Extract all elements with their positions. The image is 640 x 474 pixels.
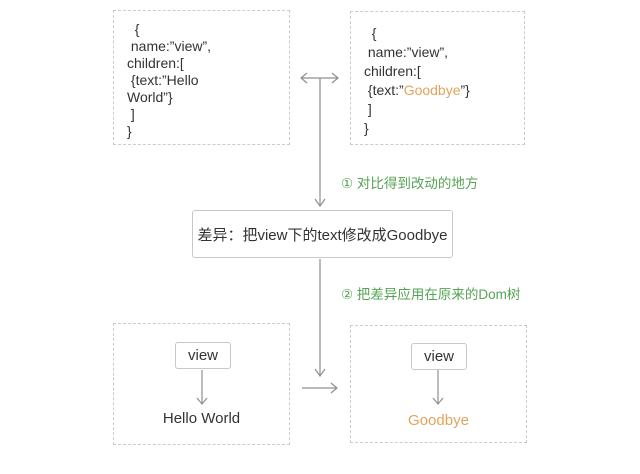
code-line: {text:”Hello [127, 72, 199, 88]
new-dom-tree-box: view Goodbye [350, 325, 527, 443]
dom-node-view: view [175, 342, 231, 369]
code-line: } [364, 120, 369, 136]
step2-label: ② 把差异应用在原来的Dom树 [341, 287, 521, 302]
code-line: World”} [127, 89, 173, 105]
code-line: children:[ [364, 63, 421, 79]
code-line: ] [127, 106, 135, 122]
code-line: { [127, 21, 140, 37]
dom-text-node: Goodbye [408, 412, 469, 429]
dom-node-view: view [411, 343, 467, 370]
new-vdom-code-box: { name:”view”, children:[ {text:”Goodbye… [350, 11, 525, 145]
dom-node-label: view [187, 347, 218, 364]
code-line-changed: {text:”Goodbye”} [364, 81, 518, 100]
code-line: } [127, 123, 132, 139]
diff-result-text: 差异：把view下的text修改成Goodbye [197, 226, 448, 244]
compare-double-arrow [300, 72, 339, 84]
old-vdom-code-box: { name:”view”, children:[ {text:”Hello W… [113, 10, 290, 145]
apply-down-arrow [314, 259, 326, 378]
changed-value: Goodbye [403, 82, 461, 98]
code-line: name:”view”, [127, 38, 212, 54]
code-line: name:”view”, [364, 44, 449, 60]
changed-line-suffix: ”} [460, 82, 470, 98]
changed-line-prefix: {text:” [364, 82, 404, 98]
code-line: ] [364, 101, 372, 117]
dom-text-node: Hello World [162, 410, 241, 427]
code-line: { [364, 25, 377, 41]
apply-right-arrow [302, 382, 338, 394]
diff-result-box: 差异：把view下的text修改成Goodbye [192, 210, 453, 258]
step1-label: ① 对比得到改动的地方 [341, 176, 479, 191]
dom-node-label: view [423, 348, 454, 365]
diff-down-arrow [314, 78, 326, 208]
code-line: children:[ [127, 55, 184, 71]
old-dom-tree-box: view Hello World [113, 323, 290, 445]
